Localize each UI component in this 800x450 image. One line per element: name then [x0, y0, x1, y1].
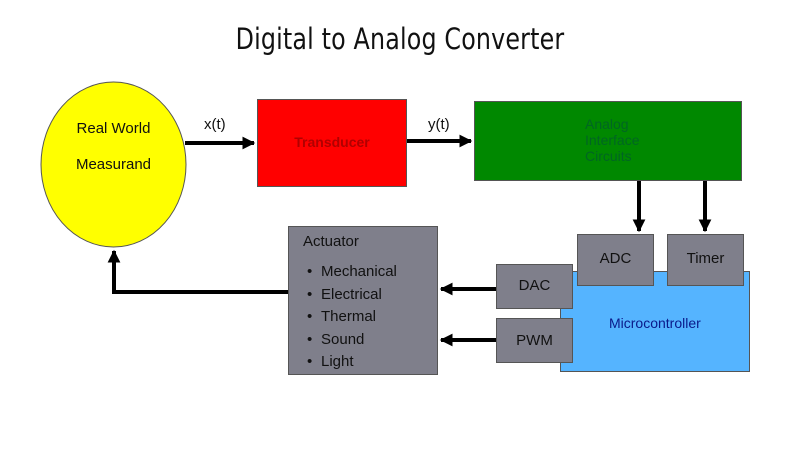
- timer-label: Timer: [686, 250, 725, 267]
- adc-block: ADC: [577, 234, 654, 286]
- actuator-title: Actuator: [303, 233, 359, 250]
- actuator-item: Thermal: [307, 306, 397, 329]
- actuator-item: Mechanical: [307, 261, 397, 284]
- edge-label-yt: y(t): [428, 116, 450, 133]
- dac-block: DAC: [496, 264, 573, 309]
- transducer-label: Transducer: [294, 134, 370, 150]
- adc-label: ADC: [599, 250, 632, 267]
- diagram-title: Digital to Analog Converter: [235, 22, 565, 56]
- analog-interface-line2: Interface: [585, 132, 640, 148]
- actuator-item: Electrical: [307, 284, 397, 307]
- pwm-block: PWM: [496, 318, 573, 363]
- arrow-feedback: [107, 249, 288, 294]
- actuator-item: Sound: [307, 329, 397, 352]
- microcontroller-block: Microcontroller: [560, 271, 750, 372]
- measurand-label-line1: Real World: [76, 120, 151, 137]
- actuator-list: Mechanical Electrical Thermal Sound Ligh…: [307, 261, 397, 374]
- transducer-block: Transducer: [257, 99, 407, 187]
- analog-interface-line3: Circuits: [585, 148, 632, 164]
- pwm-label: PWM: [516, 332, 553, 349]
- measurand-ellipse: [40, 81, 187, 248]
- measurand-label-line2: Measurand: [75, 156, 152, 173]
- timer-block: Timer: [667, 234, 744, 286]
- actuator-item: Light: [307, 351, 397, 374]
- analog-interface-line1: Analog: [585, 116, 629, 132]
- analog-interface-label: Analog Interface Circuits: [585, 116, 639, 164]
- analog-interface-block: Analog Interface Circuits: [474, 101, 742, 181]
- dac-label: DAC: [518, 277, 551, 294]
- actuator-block: Actuator Mechanical Electrical Thermal S…: [288, 226, 438, 375]
- microcontroller-label: Microcontroller: [609, 315, 701, 331]
- edge-label-xt: x(t): [204, 116, 226, 133]
